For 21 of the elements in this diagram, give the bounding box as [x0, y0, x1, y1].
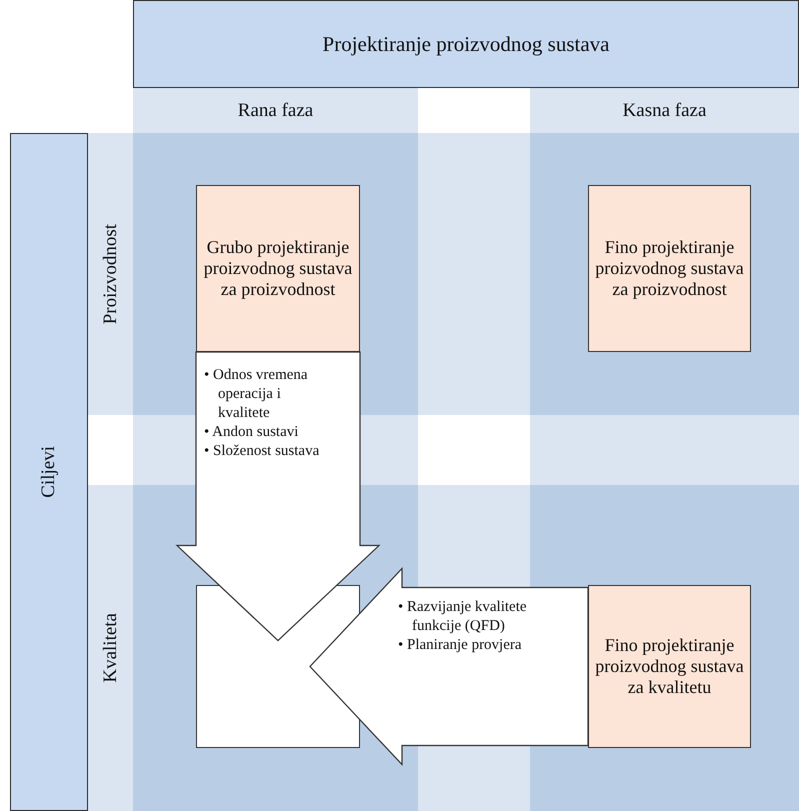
heading-text: Proizvodnost: [100, 224, 122, 324]
heading-text: Ciljevi: [38, 446, 60, 498]
header-band: [133, 0, 799, 88]
heading-text: Kvaliteta: [100, 613, 122, 683]
process-box: [588, 585, 751, 748]
box-text: Fino projektiranje proizvodnog sustava za kvalitetu: [595, 635, 744, 698]
heading-text: Kasna faza: [622, 100, 706, 122]
bullet-item: • Andon sustavi: [204, 423, 300, 442]
bullet-item: • Odnos vremena operacija i kvalitete: [204, 366, 309, 423]
heading-text: Rana faza: [238, 100, 314, 122]
box-text: Fino projektiranje proizvodnog sustava za proizvodnost: [595, 237, 744, 300]
process-box: [588, 185, 751, 352]
process-box: [196, 185, 360, 352]
bullet-item: • Složenost sustava: [204, 442, 320, 461]
side-band: [10, 133, 88, 811]
box-text: Grubo projektiranje proizvodnog sustava za proizvodnost: [203, 237, 353, 300]
bullet-item: • Planiranje provjera: [398, 636, 523, 655]
bullet-item: • Razvijanje kvalitete funkcije (QFD): [398, 598, 528, 636]
block-arrow: [309, 566, 589, 766]
heading-text: Projektiranje proizvodnog sustava: [322, 32, 610, 56]
block-arrow: [175, 351, 381, 642]
